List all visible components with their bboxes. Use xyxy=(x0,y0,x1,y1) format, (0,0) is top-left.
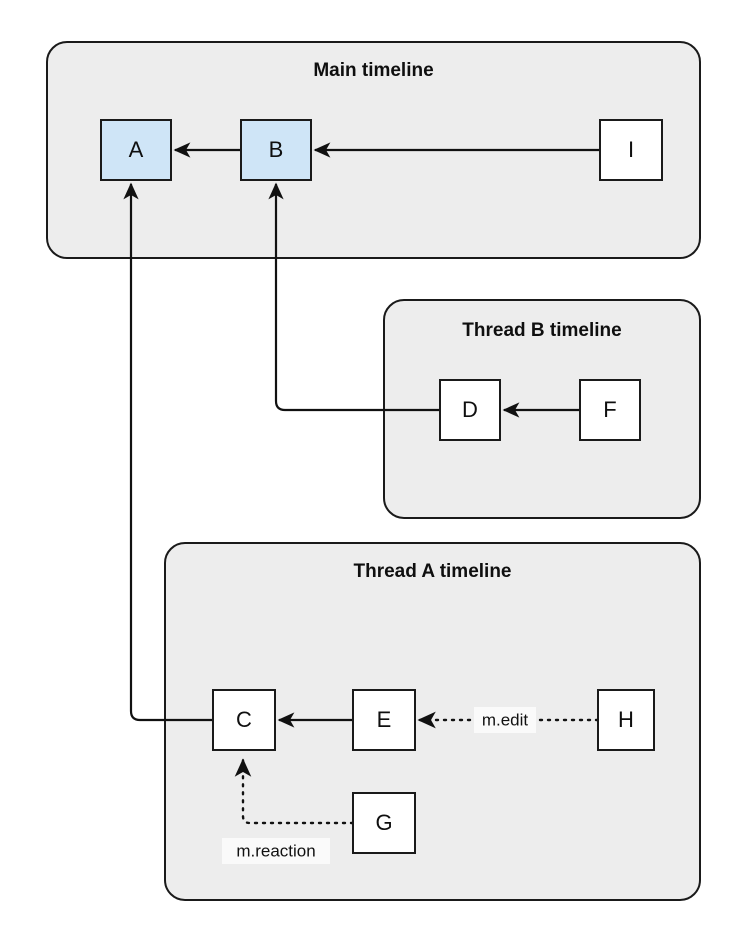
node-d[interactable]: D xyxy=(439,379,501,441)
edge-label-m-edit-background xyxy=(474,707,536,733)
node-g-box xyxy=(352,792,416,854)
group-thread-a-timeline-title: Thread A timeline xyxy=(353,561,511,582)
node-b[interactable]: B xyxy=(240,119,312,181)
node-h[interactable]: H xyxy=(597,689,655,751)
node-i[interactable]: I xyxy=(599,119,663,181)
edge-g-to-c[interactable] xyxy=(234,758,355,825)
group-thread-b-timeline-title: Thread B timeline xyxy=(462,320,621,341)
node-a[interactable]: A xyxy=(100,119,172,181)
node-f[interactable]: F xyxy=(579,379,641,441)
node-e-box xyxy=(352,689,416,751)
edge-d-to-b[interactable] xyxy=(268,182,440,412)
node-d-box xyxy=(439,379,501,441)
node-g[interactable]: G xyxy=(352,792,416,854)
node-i-box xyxy=(599,119,663,181)
node-e[interactable]: E xyxy=(352,689,416,751)
edge-label-m-edit: m.edit xyxy=(482,710,529,729)
group-main-timeline-title: Main timeline xyxy=(313,60,433,81)
node-a-label: A xyxy=(129,137,144,162)
edge-label-m-reaction-background xyxy=(222,838,330,864)
node-c-label: C xyxy=(236,707,252,732)
node-b-box xyxy=(240,119,312,181)
node-f-label: F xyxy=(603,397,616,422)
node-b-label: B xyxy=(269,137,284,162)
edge-label-m-reaction: m.reaction xyxy=(236,841,315,860)
node-c-box xyxy=(212,689,276,751)
node-h-box xyxy=(597,689,655,751)
node-g-label: G xyxy=(375,810,392,835)
node-f-box xyxy=(579,379,641,441)
node-c[interactable]: C xyxy=(212,689,276,751)
node-i-label: I xyxy=(628,137,634,162)
edge-c-to-a[interactable] xyxy=(123,182,213,722)
node-e-label: E xyxy=(377,707,392,732)
node-d-label: D xyxy=(462,397,478,422)
node-a-box xyxy=(100,119,172,181)
node-h-label: H xyxy=(618,707,634,732)
